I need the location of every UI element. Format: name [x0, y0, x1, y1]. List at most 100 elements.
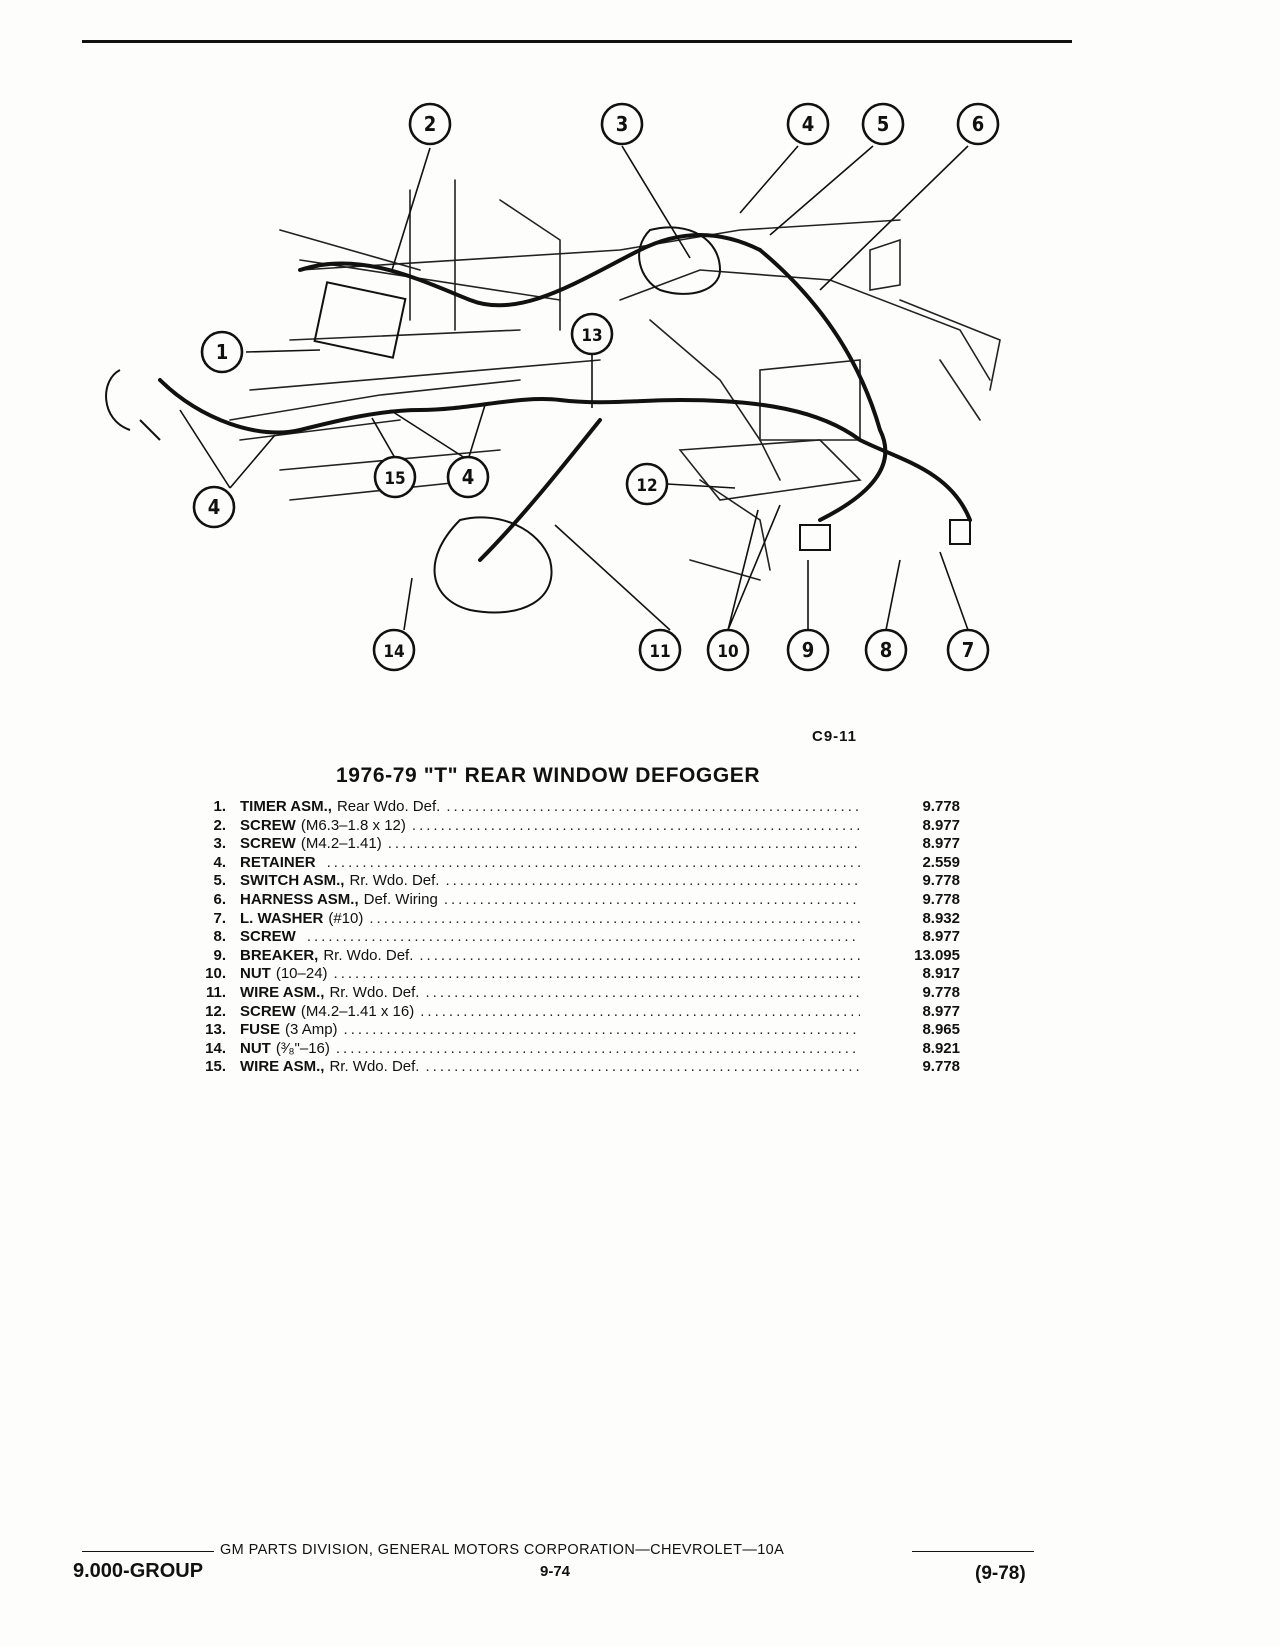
callout-label: 4 — [462, 465, 475, 489]
part-name: BREAKER, — [240, 946, 319, 964]
callout-label: 12 — [636, 476, 657, 496]
list-item: 5. SWITCH ASM.,Rr. Wdo. Def. 9.778 — [180, 872, 960, 891]
callout-7 — [946, 628, 990, 672]
callout-label: 13 — [581, 326, 602, 346]
callout-label: 11 — [649, 642, 670, 662]
group-number: 9.000-GROUP — [73, 1560, 204, 1582]
part-code: 9.778 — [922, 872, 960, 890]
list-item: 10. NUT(10–24) 8.917 — [180, 965, 960, 984]
part-number: 5. — [213, 872, 226, 890]
callout-label: 9 — [802, 638, 815, 662]
part-description: Rr. Wdo. Def. — [349, 872, 440, 890]
callout-4-top — [786, 102, 830, 146]
callout-4-mid — [446, 455, 490, 499]
part-name: WIRE ASM., — [240, 983, 325, 1001]
list-item: 14.NUT(³⁄₈"–16)8.921 — [180, 1040, 960, 1059]
part-code: 8.977 — [922, 928, 960, 946]
part-code: 9.778 — [922, 890, 960, 908]
page-number: 9-74 — [540, 1563, 571, 1580]
list-item: 8. SCREW 8.977 — [180, 928, 960, 947]
wire-harness-lines — [158, 233, 972, 562]
part-code: 13.095 — [914, 946, 960, 964]
list-item: 6. HARNESS ASM.,Def. Wiring 9.778 — [180, 891, 960, 910]
leader-lines — [179, 145, 969, 631]
part-code: 8.921 — [922, 1039, 960, 1057]
footer-publisher: GM PARTS DIVISION, GENERAL MOTORS CORPOR… — [220, 1542, 785, 1558]
part-description: (M4.2–1.41 x 16) — [300, 1002, 415, 1020]
callout-label: 10 — [717, 642, 738, 662]
callout-label: 1 — [216, 340, 229, 364]
part-description: (#10) — [328, 909, 364, 927]
list-item: 4.RETAINER2.559 — [180, 854, 960, 873]
part-description: (³⁄₈"–16) — [275, 1039, 330, 1057]
part-name: RETAINER — [240, 853, 316, 871]
part-name: SCREW — [240, 928, 296, 946]
list-item: 7. L. WASHER(#10) 8.932 — [180, 910, 960, 929]
list-item: 12.SCREW(M4.2–1.41 x 16)8.977 — [180, 1003, 960, 1022]
callout-5 — [861, 102, 905, 146]
part-description: (3 Amp) — [285, 1021, 338, 1039]
part-number: 8. — [213, 928, 226, 946]
callout-15 — [373, 455, 417, 499]
part-description: Def. Wiring — [363, 890, 438, 908]
part-description: Rear Wdo. Def. — [336, 798, 441, 815]
callout-label: 7 — [962, 638, 975, 662]
part-name: NUT — [240, 965, 271, 983]
part-name: WIRE ASM., — [240, 1058, 325, 1076]
part-name: TIMER ASM., — [240, 798, 332, 815]
part-name: SWITCH ASM., — [240, 872, 345, 890]
callout-14 — [372, 628, 416, 672]
list-item: 15. WIRE ASM.,Rr. Wdo. Def. 9.778 — [180, 1058, 960, 1077]
part-number: 4. — [213, 853, 226, 871]
part-code: 8.977 — [922, 835, 960, 853]
callout-11 — [638, 628, 682, 672]
footer-rule-right — [912, 1551, 1034, 1552]
callout-8 — [864, 628, 908, 672]
callout-label: 5 — [877, 112, 890, 136]
revision-date: (9-78) — [975, 1563, 1026, 1584]
part-code: 9.778 — [922, 983, 960, 1001]
part-number: 11. — [205, 983, 226, 1001]
list-item: 9. BREAKER,Rr. Wdo. Def. 13.095 — [180, 947, 960, 966]
list-item: 1.TIMER ASM.,Rear Wdo. Def.9.778 — [180, 798, 960, 817]
part-number: 2. — [213, 816, 226, 834]
part-number: 12. — [205, 1002, 226, 1020]
part-name: SCREW — [240, 835, 296, 853]
list-item: 11.WIRE ASM.,Rr. Wdo. Def.9.778 — [180, 984, 960, 1003]
part-number: 1. — [213, 798, 226, 815]
part-code: 8.932 — [922, 909, 960, 927]
callout-labels: 2 3 4 5 6 1 13 4 15 4 12 14 11 10 9 8 7 — [208, 112, 985, 662]
part-name: HARNESS ASM., — [240, 890, 359, 908]
callout-label: 2 — [424, 112, 437, 136]
part-name: L. WASHER — [240, 909, 324, 927]
part-number: 15. — [205, 1058, 226, 1076]
list-item: 13.FUSE(3 Amp)8.965 — [180, 1021, 960, 1040]
part-name: FUSE — [240, 1021, 281, 1039]
callout-10 — [706, 628, 750, 672]
callout-label: 3 — [616, 112, 629, 136]
part-description: Rr. Wdo. Def. — [329, 1058, 420, 1076]
part-code: 8.917 — [922, 965, 960, 983]
callout-label: 4 — [802, 112, 815, 136]
part-number: 6. — [213, 890, 226, 908]
part-number: 13. — [205, 1021, 226, 1039]
part-number: 14. — [205, 1039, 226, 1057]
part-code: 9.778 — [922, 1058, 960, 1076]
callout-13 — [570, 312, 614, 356]
part-number: 10. — [205, 965, 226, 983]
top-rule — [82, 40, 1072, 43]
parts-list: 1. TIMER ASM.,Rear Wdo. Def. 9.778 2. SCREW… — [180, 798, 960, 1077]
part-name: SCREW — [240, 816, 296, 834]
list-item: 2.SCREW(M6.3–1.8 x 12)8.977 — [180, 817, 960, 836]
callout-12 — [625, 462, 669, 506]
callout-9 — [786, 628, 830, 672]
part-number: 7. — [213, 909, 226, 927]
part-description: (10–24) — [275, 965, 328, 983]
list-item: 3.SCREW(M4.2–1.41)8.977 — [180, 835, 960, 854]
part-description: Rr. Wdo. Def. — [323, 946, 414, 964]
callout-label: 14 — [383, 642, 404, 662]
component-outlines — [105, 226, 971, 614]
vehicle-structure-lines — [229, 179, 1001, 581]
part-number: 9. — [213, 946, 226, 964]
callout-label: 4 — [208, 495, 221, 519]
